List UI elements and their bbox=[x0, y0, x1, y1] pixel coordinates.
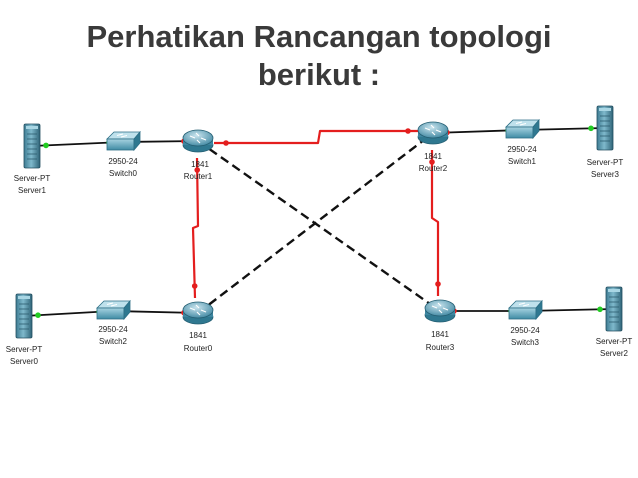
server-icon bbox=[605, 286, 623, 332]
title-line-1: Perhatikan Rancangan topologi bbox=[86, 19, 552, 54]
router1-model-label: 1841 bbox=[191, 160, 209, 169]
router3-name-label: Router3 bbox=[426, 343, 455, 352]
device-server3[interactable]: Server-PT Server3 bbox=[587, 105, 624, 179]
switch-icon bbox=[508, 299, 543, 321]
server2-model-label: Server-PT bbox=[596, 337, 633, 346]
slide-title: Perhatikan Rancangan topologi berikut : bbox=[0, 18, 638, 94]
server-icon bbox=[15, 293, 33, 339]
switch0-name-label: Switch0 bbox=[109, 169, 138, 178]
router-icon bbox=[182, 129, 214, 153]
router2-name-label: Router2 bbox=[419, 164, 448, 173]
link-status-marker-server1 bbox=[43, 142, 49, 149]
server-icon bbox=[596, 105, 614, 151]
server0-model-label: Server-PT bbox=[6, 345, 43, 354]
link-status-marker-router1 bbox=[223, 140, 229, 146]
devices-layer: Server-PTServer12950-24Switch01841Router… bbox=[6, 105, 633, 366]
link-status-marker-router2 bbox=[429, 159, 435, 165]
server1-model-label: Server-PT bbox=[14, 174, 51, 183]
link-status-marker-router3 bbox=[435, 281, 441, 287]
link-status-marker-router0 bbox=[191, 283, 198, 289]
device-server0[interactable]: Server-PT Server0 bbox=[6, 293, 43, 366]
switch1-name-label: Switch1 bbox=[508, 157, 537, 166]
link-status-marker-server3 bbox=[588, 125, 594, 132]
router-icon bbox=[417, 121, 449, 145]
switch-icon bbox=[106, 130, 141, 152]
switch1-model-label: 2950-24 bbox=[507, 145, 537, 154]
link-status-marker-server2 bbox=[597, 306, 603, 313]
serial-link-router1-router0 bbox=[191, 157, 200, 299]
server0-name-label: Server0 bbox=[10, 357, 39, 366]
serial-link-router2-router3 bbox=[430, 150, 440, 296]
title-line-2: berikut : bbox=[257, 57, 381, 92]
crossover-link-router1-router3 bbox=[197, 140, 441, 312]
switch3-model-label: 2950-24 bbox=[510, 326, 540, 335]
router1-name-label: Router1 bbox=[184, 172, 213, 181]
router3-model-label: 1841 bbox=[431, 330, 449, 339]
link-status-markers bbox=[35, 125, 603, 319]
router-icon bbox=[182, 301, 214, 325]
switch3-name-label: Switch3 bbox=[511, 338, 540, 347]
switch0-model-label: 2950-24 bbox=[108, 157, 138, 166]
server3-name-label: Server3 bbox=[591, 170, 620, 179]
switch2-model-label: 2950-24 bbox=[98, 325, 128, 334]
server2-name-label: Server2 bbox=[600, 349, 629, 358]
router2-model-label: 1841 bbox=[424, 152, 442, 161]
switch-icon bbox=[96, 299, 131, 321]
device-server1[interactable]: Server-PT Server1 bbox=[14, 123, 51, 195]
link-status-marker-router2 bbox=[405, 128, 411, 134]
router-icon bbox=[424, 299, 456, 323]
serial-link-router1-router2 bbox=[214, 129, 420, 145]
link-status-marker-router1 bbox=[194, 167, 200, 173]
switch2-name-label: Switch2 bbox=[99, 337, 128, 346]
server-icon bbox=[23, 123, 41, 169]
link-status-marker-server0 bbox=[35, 312, 41, 319]
server3-model-label: Server-PT bbox=[587, 158, 624, 167]
server1-name-label: Server1 bbox=[18, 186, 47, 195]
device-server2[interactable]: Server-PT Server2 bbox=[596, 286, 633, 358]
crossover-link-router0-router2 bbox=[197, 132, 434, 314]
router0-model-label: 1841 bbox=[189, 331, 207, 340]
switch-icon bbox=[505, 118, 540, 140]
router0-name-label: Router0 bbox=[184, 344, 213, 353]
